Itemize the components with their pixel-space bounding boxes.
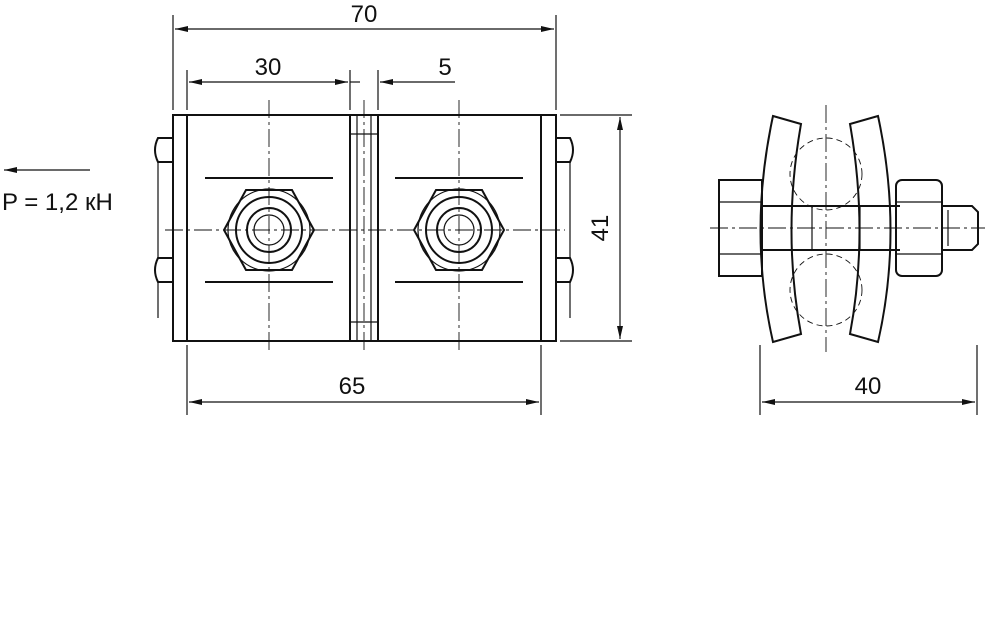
side-view: [710, 105, 985, 352]
load-label: P = 1,2 кН: [2, 189, 113, 216]
dim-bolt-spacing: 30: [255, 54, 282, 81]
dim-body-length: 65: [339, 373, 366, 400]
dim-overall-width: 70: [351, 1, 378, 28]
dimension-lines: [172, 15, 978, 415]
dim-side-width: 40: [855, 373, 882, 400]
dim-height: 41: [587, 215, 614, 242]
front-view: [154, 100, 574, 350]
dim-gap: 5: [438, 54, 451, 81]
